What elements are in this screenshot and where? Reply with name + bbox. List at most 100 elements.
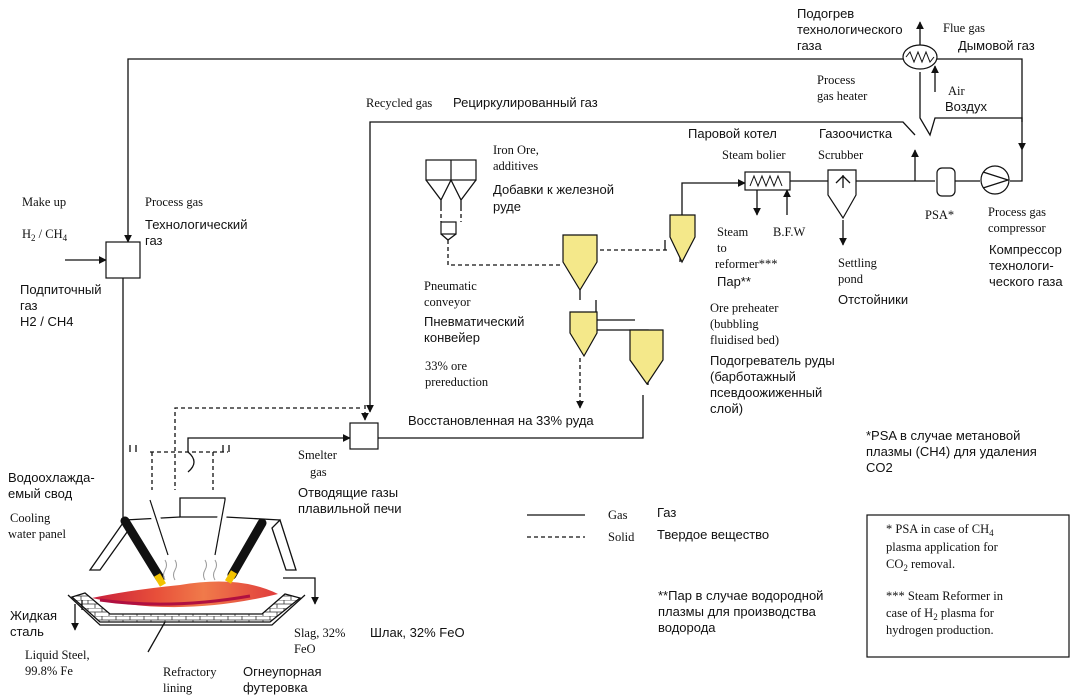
ore-preheater-stage1 xyxy=(562,234,598,292)
label-process-gas-heater-2: gas heater xyxy=(817,89,868,103)
label-ore-preheater-ru-1: Подогреватель руды xyxy=(710,353,835,368)
label-recycled-gas-en: Recycled gas xyxy=(366,96,432,110)
label-smelter-gas-2: gas xyxy=(310,465,327,479)
compressor xyxy=(980,165,1011,195)
label-steam-1: Steam xyxy=(717,225,749,239)
label-makeup-formula: H2 / CH4 xyxy=(22,227,68,243)
label-compressor-en-2: compressor xyxy=(988,221,1046,235)
label-liquid-ru-2: сталь xyxy=(10,624,44,639)
legend-gas-en: Gas xyxy=(608,508,628,522)
label-makeup-ru-3: H2 / CH4 xyxy=(20,314,73,329)
label-ore-preheater-1: Ore preheater xyxy=(710,301,779,315)
plasma-torch-center-right xyxy=(210,499,230,556)
label-cooling-panel-1: Cooling xyxy=(10,511,51,525)
label-ore-preheater-ru-2: (барботажный xyxy=(710,369,796,384)
label-process-gas-heater-1: Process xyxy=(817,73,855,87)
plasma-torch-center-left xyxy=(145,498,173,557)
label-compressor-ru-1: Компрессор xyxy=(989,242,1062,257)
label-refractory-ru-1: Огнеупорная xyxy=(243,664,322,679)
svg-text:Подогрев: Подогрев xyxy=(797,6,854,21)
svg-text:газа: газа xyxy=(797,38,823,53)
label-psa: PSA* xyxy=(925,208,954,222)
label-process-gas-ru-2: газ xyxy=(145,233,163,248)
svg-text:CO2 removal.: CO2 removal. xyxy=(886,557,955,573)
svg-text:plasma application for: plasma application for xyxy=(886,540,999,554)
ore-preheater-stage3 xyxy=(629,329,664,386)
iron-ore-hoppers xyxy=(425,159,477,241)
label-smelter-gas-ru-1: Отводящие газы xyxy=(298,485,398,500)
ore-preheater-stage2 xyxy=(569,311,598,358)
plasma-torch-right xyxy=(224,518,267,584)
note-box-text: * PSA in case of CH4 plasma application … xyxy=(886,522,1004,637)
svg-text:hydrogen production.: hydrogen production. xyxy=(886,623,994,637)
label-flue-gas-ru: Дымовой газ xyxy=(958,38,1035,53)
label-prereduction-2: prereduction xyxy=(425,375,489,389)
label-boiler-en: Steam bolier xyxy=(722,148,786,162)
label-recycled-gas-ru: Рециркулированный газ xyxy=(453,95,598,110)
label-prereduction-ru: Восстановленная на 33% руда xyxy=(408,413,594,428)
label-pneumatic-ru-2: конвейер xyxy=(424,330,480,345)
label-steam-note-ru-2: плазмы для производства xyxy=(658,604,817,619)
label-boiler-ru: Паровой котел xyxy=(688,126,777,141)
label-process-gas-ru-1: Технологический xyxy=(145,217,247,232)
label-ore-preheater-ru-3: псевдоожиженный xyxy=(710,385,822,400)
label-makeup-ru-1: Подпиточный xyxy=(20,282,102,297)
note-box xyxy=(866,514,1070,658)
label-psa-note-ru-1: *PSA в случае метановой xyxy=(866,428,1020,443)
label-ore-preheater-ru-4: слой) xyxy=(710,401,743,416)
legend-solid-ru: Твердое вещество xyxy=(657,527,769,542)
steam-boiler xyxy=(744,171,791,191)
plasma-torch-left xyxy=(120,516,167,587)
label-compressor-ru-2: технологи- xyxy=(989,258,1054,273)
label-psa-note-ru-2: плазмы (CH4) для удаления xyxy=(866,444,1037,459)
label-steam-2: to xyxy=(717,241,727,255)
label-steam-ru: Пар** xyxy=(717,274,751,289)
process-gas-box xyxy=(105,241,141,279)
label-steam-note-ru-3: водорода xyxy=(658,620,716,635)
label-process-gas-heating-ru: Подогрев технологического газа xyxy=(797,6,903,53)
label-cooling-roof-ru-1: Водоохлажда- xyxy=(8,470,95,485)
label-ore-preheater-3: fluidised bed) xyxy=(710,333,779,347)
label-ore-preheater-2: (bubbling xyxy=(710,317,759,331)
svg-text:* PSA in case of CH4: * PSA in case of CH4 xyxy=(886,522,994,538)
scrubber xyxy=(827,169,857,220)
label-psa-note-ru-3: CO2 xyxy=(866,460,893,475)
label-pneumatic-1: Pneumatic xyxy=(424,279,477,293)
svg-text:case of H2 plasma for: case of H2 plasma for xyxy=(886,606,995,622)
label-flue-gas-en: Flue gas xyxy=(943,21,985,35)
label-scrubber-en: Scrubber xyxy=(818,148,864,162)
legend-gas-ru: Газ xyxy=(657,505,676,520)
label-refractory-ru-2: футеровка xyxy=(243,680,308,695)
label-steam-note-ru-1: **Пар в случае водородной xyxy=(658,588,823,603)
label-refractory-en-1: Refractory xyxy=(163,665,217,679)
label-refractory-en-2: lining xyxy=(163,681,193,695)
label-liquid-ru-1: Жидкая xyxy=(10,608,57,623)
label-smelter-gas-ru-2: плавильной печи xyxy=(298,501,402,516)
label-pneumatic-ru-1: Пневматический xyxy=(424,314,524,329)
label-air-ru: Воздух xyxy=(945,99,988,114)
label-prereduction-1: 33% ore xyxy=(425,359,467,373)
svg-text:технологического: технологического xyxy=(797,22,903,37)
smelter-furnace xyxy=(67,497,319,653)
process-heater xyxy=(902,44,938,70)
label-iron-ore-1: Iron Ore, xyxy=(493,143,539,157)
svg-text:*** Steam Reformer in: *** Steam Reformer in xyxy=(886,589,1004,603)
label-settling-ru: Отстойники xyxy=(838,292,908,307)
psa-unit xyxy=(936,167,956,197)
label-compressor-ru-3: ческого газа xyxy=(989,274,1063,289)
cyclone-top xyxy=(669,214,696,264)
legend-solid-en: Solid xyxy=(608,530,635,544)
label-slag-en-1: Slag, 32% xyxy=(294,626,345,640)
label-slag-en-2: FeO xyxy=(294,642,316,656)
label-liquid-en-1: Liquid Steel, xyxy=(25,648,90,662)
label-cooling-roof-ru-2: емый свод xyxy=(8,486,73,501)
smelter-gas-box xyxy=(349,422,379,450)
label-steam-3: reformer*** xyxy=(715,257,777,271)
label-settling-2: pond xyxy=(838,272,864,286)
label-cooling-panel-2: water panel xyxy=(8,527,66,541)
solid-lines xyxy=(150,207,668,490)
label-smelter-gas-1: Smelter xyxy=(298,448,338,462)
label-makeup-en: Make up xyxy=(22,195,66,209)
label-iron-ore-ru-2: руде xyxy=(493,199,521,214)
label-iron-ore-ru-1: Добавки к железной xyxy=(493,182,614,197)
